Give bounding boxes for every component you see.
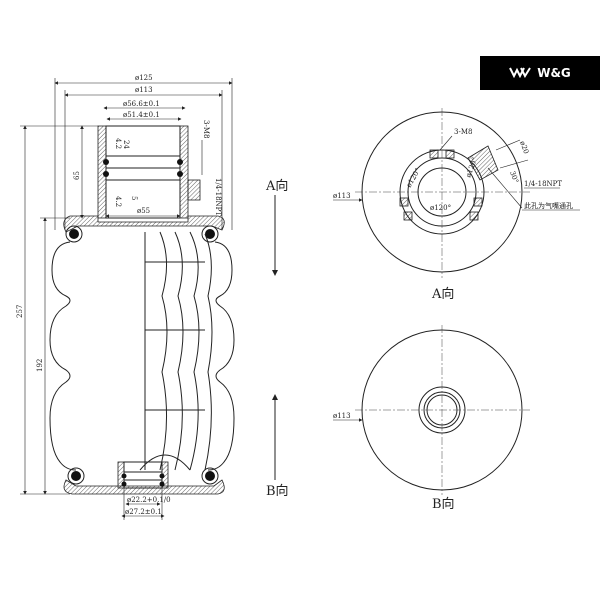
- dim-outer-dia: ø125: [135, 74, 153, 82]
- view-a-holes: 3-M8: [454, 128, 472, 136]
- port-thread-label: 1/4-18NPT: [214, 178, 222, 216]
- dim-bottom-outer: ø27.2±0.1: [125, 508, 162, 516]
- view-b: ø113 B向: [333, 325, 530, 512]
- view-a-dim-dia: ø113: [333, 192, 351, 200]
- view-a-angle-1: ø120°: [405, 167, 422, 189]
- dim-groove-a: 4.2: [114, 138, 122, 149]
- side-view: ø125 ø113 ø56.6±0.1 ø51.4±0.1 3-M8 257 1…: [16, 74, 289, 520]
- dim-bore: ø55: [137, 207, 150, 215]
- dim-total-height: 257: [16, 305, 24, 318]
- wg-logo-icon: [509, 66, 532, 81]
- view-a-port-angle: 30°: [508, 170, 520, 184]
- direction-a-label: A向: [265, 178, 288, 194]
- dim-bellows-height: 192: [36, 359, 44, 372]
- view-a-title: A向: [431, 286, 454, 302]
- dim-groove-d: 5: [130, 196, 138, 200]
- brand-logo: W&G: [480, 56, 600, 90]
- dim-bottom-inner: ø22.2+0.1/0: [127, 496, 171, 504]
- dim-top-height: 65: [73, 171, 81, 180]
- view-a-note: 此孔为气嘴通孔: [524, 201, 573, 210]
- view-a-angle-3: ø120°: [430, 204, 451, 212]
- view-b-dim-dia: ø113: [333, 412, 351, 420]
- direction-b-label: B向: [266, 483, 289, 499]
- view-b-title: B向: [432, 496, 455, 512]
- dim-groove-c: 4.2: [114, 196, 122, 207]
- view-a-port-thread: 1/4-18NPT: [524, 180, 562, 188]
- logo-text: W&G: [537, 66, 571, 80]
- view-a-port-dia: ø20: [518, 140, 530, 155]
- dim-top-outer: ø56.6±0.1: [123, 100, 160, 108]
- view-a: 3-M8 ø120° ø120° ø120° ø20 30° 1/4-18NPT…: [333, 108, 580, 302]
- dim-groove-b: 24: [122, 140, 130, 149]
- dim-body-dia: ø113: [135, 86, 153, 94]
- thread-holes-label: 3-M8: [202, 120, 210, 138]
- dim-top-inner: ø51.4±0.1: [123, 111, 160, 119]
